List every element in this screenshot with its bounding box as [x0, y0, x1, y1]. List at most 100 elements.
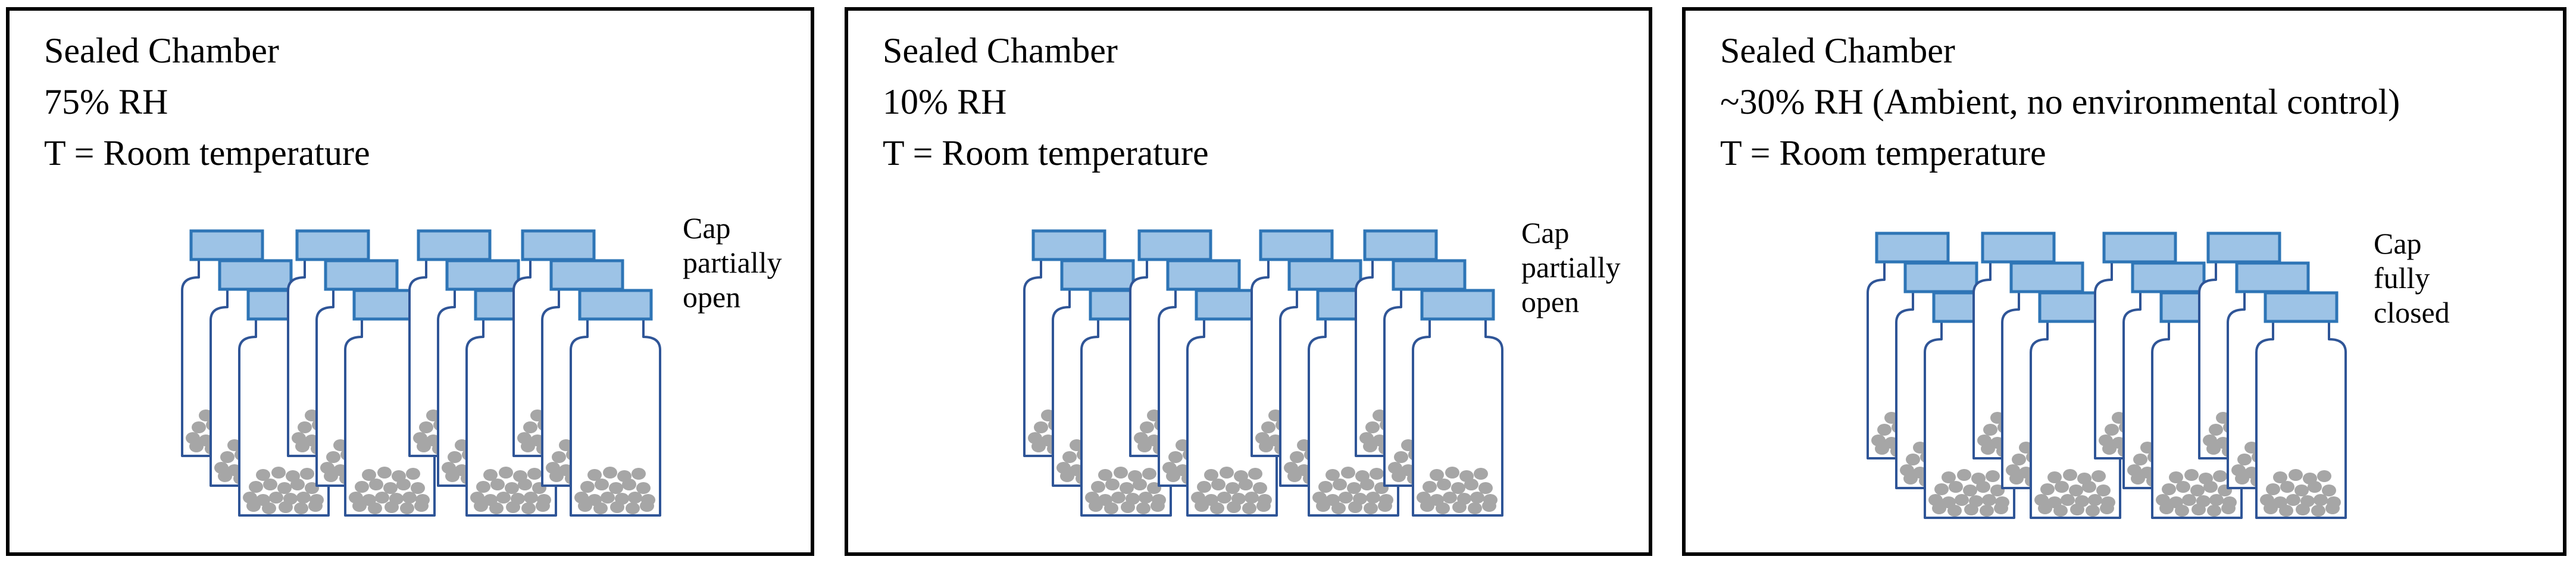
granule [1120, 482, 1134, 494]
granule [2133, 454, 2147, 465]
granule [1151, 500, 1165, 512]
vial-cap [549, 259, 624, 291]
granule [218, 470, 232, 482]
granule [1875, 443, 1889, 455]
cap-note-line: Cap [683, 211, 731, 245]
granule [279, 501, 293, 513]
vial-cap [2131, 261, 2206, 293]
granule [1436, 502, 1450, 514]
granule [2131, 473, 2145, 484]
granule [1877, 424, 1892, 436]
granule [1204, 469, 1218, 481]
vial-cap [1981, 232, 2056, 264]
granule [1392, 470, 1406, 482]
vial-cap [1060, 259, 1135, 291]
chamber-title: Sealed Chamber [883, 31, 1118, 70]
granule [1942, 471, 1956, 483]
granule [1474, 468, 1488, 480]
granule [552, 451, 566, 463]
vial-group [2094, 232, 2243, 519]
vial-cap [417, 229, 492, 261]
granule [1128, 470, 1142, 482]
vial-cap [1420, 289, 1495, 321]
vial-array [181, 229, 661, 517]
granule [499, 467, 513, 479]
granule [1234, 470, 1248, 482]
granule [1227, 501, 1241, 513]
granule [595, 479, 609, 490]
granule [400, 502, 414, 514]
vial-cap [218, 259, 293, 291]
granule [402, 492, 417, 504]
granule [1060, 470, 1074, 482]
granule [1220, 467, 1234, 479]
granule [1136, 502, 1151, 514]
vial-cap [1259, 229, 1334, 261]
granule [2055, 481, 2069, 493]
granule [2237, 454, 2252, 465]
granule [536, 500, 550, 512]
granule [601, 492, 615, 504]
granule [506, 501, 520, 513]
granule [2175, 505, 2189, 517]
vial-body [2255, 321, 2347, 519]
vial-cap [1166, 259, 1241, 291]
granule [2040, 483, 2055, 495]
granule [2273, 471, 2287, 483]
granule [2100, 502, 2114, 514]
chamber-title: Sealed Chamber [1720, 31, 1955, 70]
granule [2264, 502, 2278, 514]
chamber-conditions: Sealed Chamber ~30% RH (Ambient, no envi… [1720, 25, 2400, 179]
humidity-label: 75% RH [44, 82, 168, 121]
granule [1034, 421, 1048, 433]
granule [2162, 483, 2176, 495]
granule [2213, 470, 2227, 482]
granule [1142, 468, 1156, 480]
cap-note-line: partially [683, 246, 782, 279]
vial-cap [1363, 229, 1438, 261]
granule [2289, 469, 2303, 481]
granule [2235, 473, 2249, 484]
vial-cap [1287, 259, 1362, 291]
cap-note-line: closed [2374, 296, 2450, 329]
granule [1981, 443, 1995, 455]
granule [1365, 421, 1380, 433]
granule [192, 421, 206, 433]
granule [1445, 467, 1459, 479]
granule [1333, 479, 1347, 490]
granule [271, 467, 286, 479]
granule [1423, 481, 1437, 493]
granule [300, 468, 314, 480]
vial-body [1412, 319, 1503, 517]
granule [1478, 482, 1493, 494]
granule [406, 468, 420, 480]
granule [2325, 502, 2340, 514]
vial [570, 289, 661, 517]
granule [2184, 469, 2199, 481]
granule [2199, 473, 2213, 484]
granule [2209, 494, 2224, 506]
granule [384, 501, 399, 513]
granule [2159, 502, 2174, 514]
granule [383, 482, 398, 494]
granule [2053, 505, 2068, 517]
granule [640, 500, 654, 512]
granule [2047, 471, 2062, 483]
vial-group [1251, 229, 1399, 517]
granule [1121, 501, 1135, 513]
vial-cap [2235, 261, 2310, 293]
vial-cap [189, 229, 264, 261]
granule [1111, 492, 1126, 504]
granule [1982, 494, 1996, 506]
cap-note-line: fully [2374, 261, 2430, 295]
granule [609, 482, 623, 494]
granule [1325, 469, 1340, 481]
chamber-panel-ambient: Sealed Chamber ~30% RH (Ambient, no envi… [1682, 7, 2566, 556]
granule [1217, 492, 1231, 504]
granule [263, 479, 277, 490]
granule [2077, 473, 2092, 484]
granule [296, 492, 311, 504]
granule [294, 502, 308, 514]
granule [578, 500, 592, 512]
granule [308, 500, 323, 512]
